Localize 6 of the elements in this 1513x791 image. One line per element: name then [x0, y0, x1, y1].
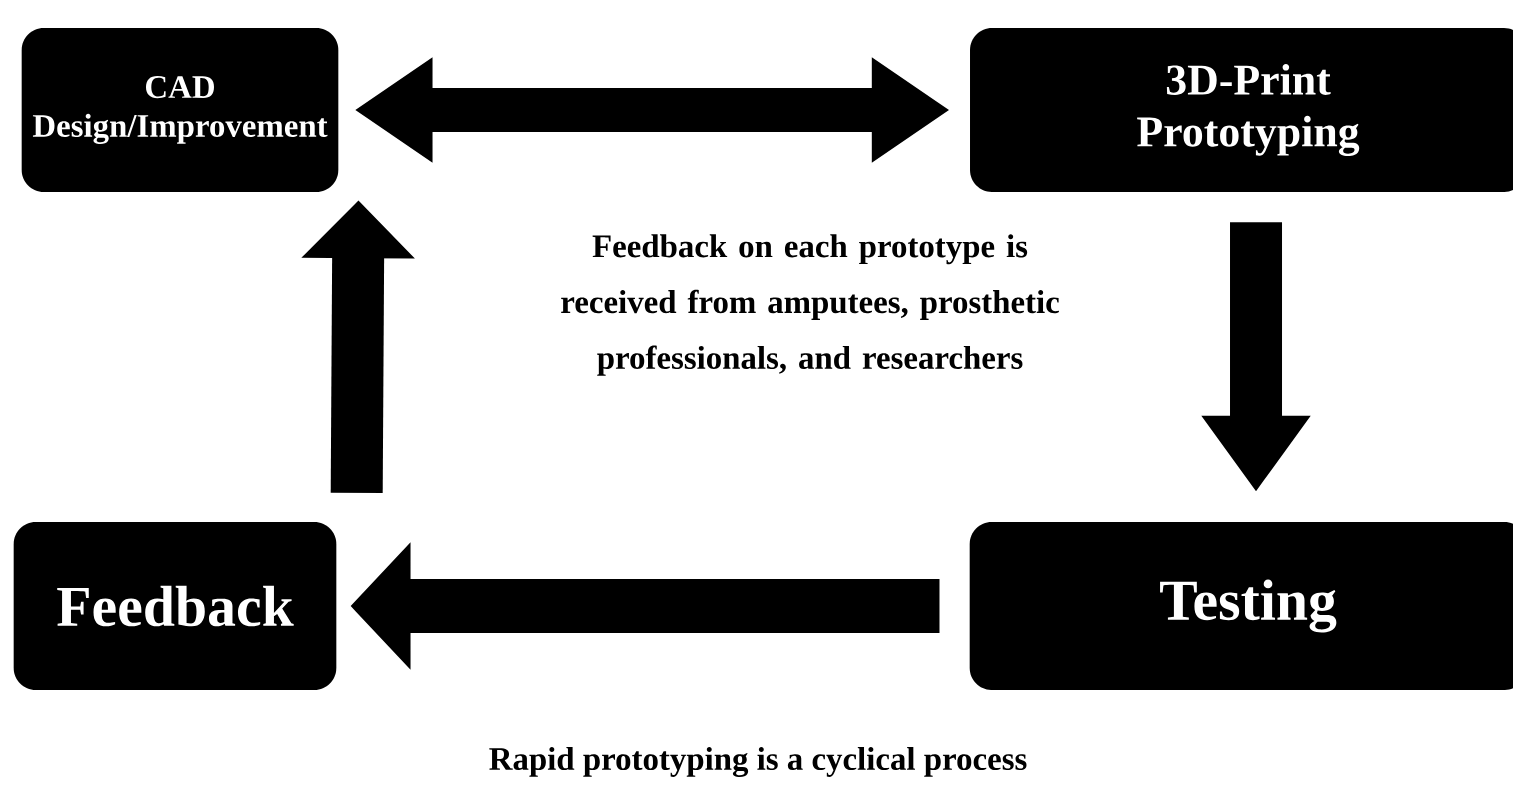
note-text: Feedback on each prototype is received from amputees, prosthetic professionals, and researchers — [561, 234, 1059, 376]
process-box: 3D-Print Prototyping — [970, 28, 1513, 192]
process-box: Feedback — [13, 522, 337, 690]
process-box: CAD Design/Improvement — [21, 28, 339, 192]
caption: Rapid prototyping is a cyclical process — [489, 746, 1027, 778]
process-box: Testing — [969, 522, 1513, 690]
